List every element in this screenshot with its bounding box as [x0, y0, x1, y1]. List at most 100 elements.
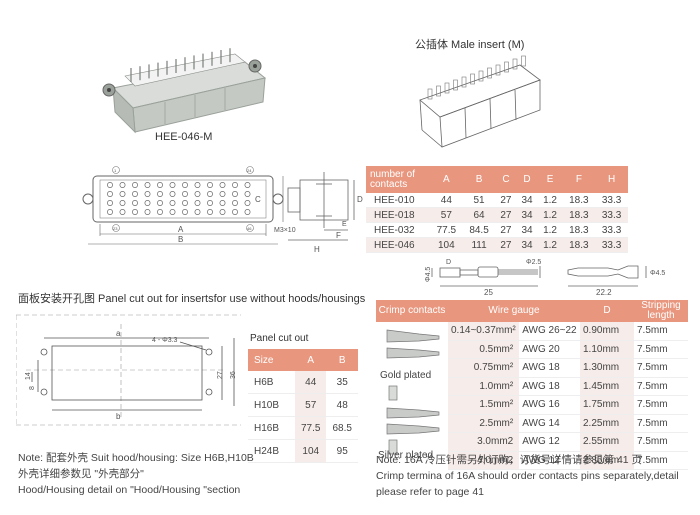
contact-hole-icon	[157, 209, 163, 215]
crimp-illustration-cell: Gold plated Silver plated	[376, 322, 448, 470]
dim-label-A: A	[178, 225, 184, 234]
product-caption: HEE-046-M	[155, 131, 213, 143]
table-row: HEE-046 104 111 27 34 1.2 18.3 33.3	[366, 237, 628, 253]
d-cell: 1.75mm	[580, 395, 634, 415]
value-cell: 1.2	[537, 207, 563, 223]
table-row: 4.0mm2 AWG 12 2.85mm 7.5mm	[376, 451, 688, 470]
contact-hole-icon	[232, 200, 238, 206]
dim-label-C: C	[255, 195, 261, 204]
contact-hole-icon	[244, 191, 251, 197]
contact-hole-icon	[219, 209, 226, 215]
dimensions-table: number of contacts A B C D E F H HEE-010…	[366, 166, 628, 253]
pin-terminal-icon	[512, 58, 518, 70]
pin-number-1: 1	[114, 168, 117, 173]
contact-hole-icon	[182, 191, 188, 197]
contact-hole-icon	[144, 209, 151, 215]
value-cell: 27	[495, 193, 517, 208]
model-cell: HEE-018	[366, 207, 430, 223]
panel-cutout-section-title: 面板安装开孔图 Panel cut out for insertsfor use…	[18, 293, 366, 305]
table-row: 3.0mm2 AWG 12 2.55mm 7.5mm	[376, 432, 688, 452]
value-cell: 104	[294, 439, 327, 463]
crimp-header: Crimp contacts	[376, 300, 448, 322]
value-cell: 48	[326, 393, 358, 417]
model-cell: HEE-046	[366, 237, 430, 253]
dim-label-H: H	[314, 245, 320, 254]
awg-cell: AWG 20	[519, 340, 580, 359]
d-cell: 1.30mm	[580, 358, 634, 378]
d-cell: 2.85mm	[580, 451, 634, 470]
dimensions-header: F	[562, 166, 596, 193]
contact-hole-icon	[182, 209, 188, 215]
size-cell: H10B	[248, 393, 295, 417]
table-row: 2.5mm² AWG 14 2.25mm 7.5mm	[376, 414, 688, 433]
crimp-contacts-illustration	[386, 329, 440, 455]
contact-hole-icon	[119, 191, 126, 197]
pin-terminal-icon	[453, 79, 458, 91]
note-line: Note: 配套外壳 Suit hood/housing: Size H6B,H…	[18, 452, 254, 464]
cutout-label-a: a	[116, 329, 121, 338]
wire-gauge-mm-cell: 1.5mm²	[448, 395, 520, 415]
panel-cutout-table-title: Panel cut out	[250, 333, 309, 344]
contact-hole-icon	[244, 200, 251, 206]
male-insert-drawing	[419, 55, 541, 148]
wire-gauge-mm-cell: 0.75mm²	[448, 358, 520, 378]
dim-label-D: D	[357, 195, 363, 204]
awg-cell: AWG 14	[519, 414, 580, 433]
table-row: 1.5mm² AWG 16 1.75mm 7.5mm	[376, 395, 688, 415]
stripping-cell: 7.5mm	[634, 322, 688, 341]
value-cell: 104	[430, 237, 463, 253]
panel-header: Size	[248, 349, 295, 371]
contact-hole-icon	[169, 182, 176, 188]
contact-hole-icon	[232, 209, 238, 215]
pin-length-22: 22.2	[596, 288, 612, 297]
contact-hole-icon	[182, 200, 188, 206]
value-cell: 33.3	[595, 237, 628, 253]
awg-cell: AWG 12	[519, 451, 580, 470]
contact-hole-icon	[157, 191, 163, 197]
table-row: HEE-018 57 64 27 34 1.2 18.3 33.3	[366, 207, 628, 223]
contact-hole-icon	[119, 209, 126, 215]
pin-terminal-icon	[427, 88, 433, 100]
panel-header-row: Size A B	[248, 349, 358, 371]
value-cell: 57	[294, 393, 327, 417]
dimension-drawing: 1 24 23 46 A B C D E F H M3×10	[82, 166, 363, 254]
contact-hole-icon	[194, 209, 201, 215]
contact-hole-icon	[219, 191, 226, 197]
value-cell: 68.5	[326, 416, 358, 440]
pin-drawing: Φ4.5 Φ2.5 Φ4.5 25 22.2 D	[425, 259, 665, 297]
pin-dia-left: Φ4.5	[425, 267, 432, 282]
contact-hole-icon	[157, 182, 163, 188]
table-row: 0.5mm² AWG 20 1.10mm 7.5mm	[376, 340, 688, 359]
contact-hole-icon	[144, 182, 151, 188]
contact-hole-icon	[219, 182, 226, 188]
pin-number-46: 46	[247, 226, 252, 231]
male-insert-caption: 公插体 Male insert (M)	[415, 39, 525, 51]
crimp-header: Stripping length	[634, 300, 688, 322]
value-cell: 57	[430, 207, 463, 223]
contact-hole-icon	[244, 182, 251, 188]
dimensions-header: D	[516, 166, 538, 193]
table-row: H10B 57 48	[248, 393, 358, 417]
d-cell: 2.25mm	[580, 414, 634, 433]
d-cell: 0.90mm	[580, 322, 634, 341]
table-row: HEE-032 77.5 84.5 27 34 1.2 18.3 33.3	[366, 222, 628, 238]
value-cell: 64	[462, 207, 496, 223]
dim-label-F: F	[336, 231, 341, 240]
crimp-contacts-table: Crimp contacts Wire gauge D Stripping le…	[376, 300, 688, 470]
cutout-dim-8: 8	[29, 386, 36, 390]
wire-gauge-mm-cell: 2.5mm²	[448, 414, 520, 433]
contact-hole-icon	[182, 182, 188, 188]
panel-header: A	[294, 349, 327, 371]
pin-terminal-icon	[521, 55, 526, 67]
value-cell: 44	[294, 371, 327, 394]
value-cell: 18.3	[562, 237, 596, 253]
value-cell: 34	[516, 207, 538, 223]
cutout-label-b: b	[116, 412, 121, 421]
value-cell: 27	[495, 237, 517, 253]
d-cell: 1.45mm	[580, 377, 634, 396]
contact-hole-icon	[157, 200, 163, 206]
contact-hole-icon	[194, 200, 201, 206]
contact-hole-icon	[169, 200, 176, 206]
wire-gauge-mm-cell: 4.0mm2	[448, 451, 520, 470]
value-cell: 34	[516, 193, 538, 208]
